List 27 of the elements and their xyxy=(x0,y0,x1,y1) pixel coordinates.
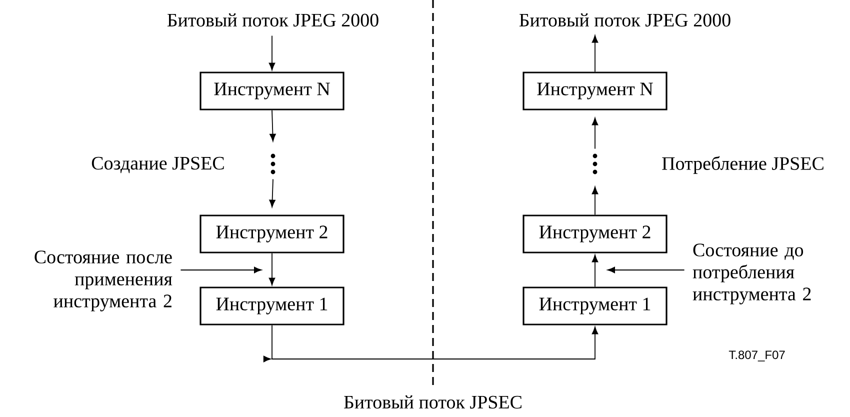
arrow xyxy=(592,118,598,150)
process-box: Инструмент 2 xyxy=(522,214,668,254)
ellipsis-dots xyxy=(592,154,598,174)
caption-text: Битовый поток JPEG 2000 xyxy=(519,13,730,27)
section-label: Потребление JPSEC xyxy=(662,156,824,174)
process-box: Инструмент N xyxy=(522,72,668,110)
process-box: Инструмент 1 xyxy=(200,286,344,326)
arrow xyxy=(592,186,598,216)
section-label: Битовый поток JPSEC xyxy=(344,395,522,409)
arrow xyxy=(270,110,276,142)
note-text: Состояние после применения инструмента 2 xyxy=(34,250,172,312)
arrow xyxy=(268,252,276,286)
process-box: Инструмент 2 xyxy=(200,214,344,254)
note-text: Состояние до потребления инструмента 2 xyxy=(692,244,811,304)
arrow xyxy=(269,178,276,208)
arrow xyxy=(268,35,276,70)
arrow xyxy=(592,254,598,288)
caption-text: Битовый поток JPEG 2000 xyxy=(167,13,378,27)
ellipsis-dots xyxy=(270,154,276,174)
leader-arrow xyxy=(180,266,262,274)
arrow xyxy=(592,35,598,72)
leader-arrow xyxy=(607,266,685,274)
process-box: Инструмент N xyxy=(200,72,344,110)
section-label: Создание JPSEC xyxy=(92,156,224,174)
connector-arrow xyxy=(263,324,598,362)
process-box: Инструмент 1 xyxy=(522,286,668,326)
figure-code: T.807_F07 xyxy=(728,350,785,362)
